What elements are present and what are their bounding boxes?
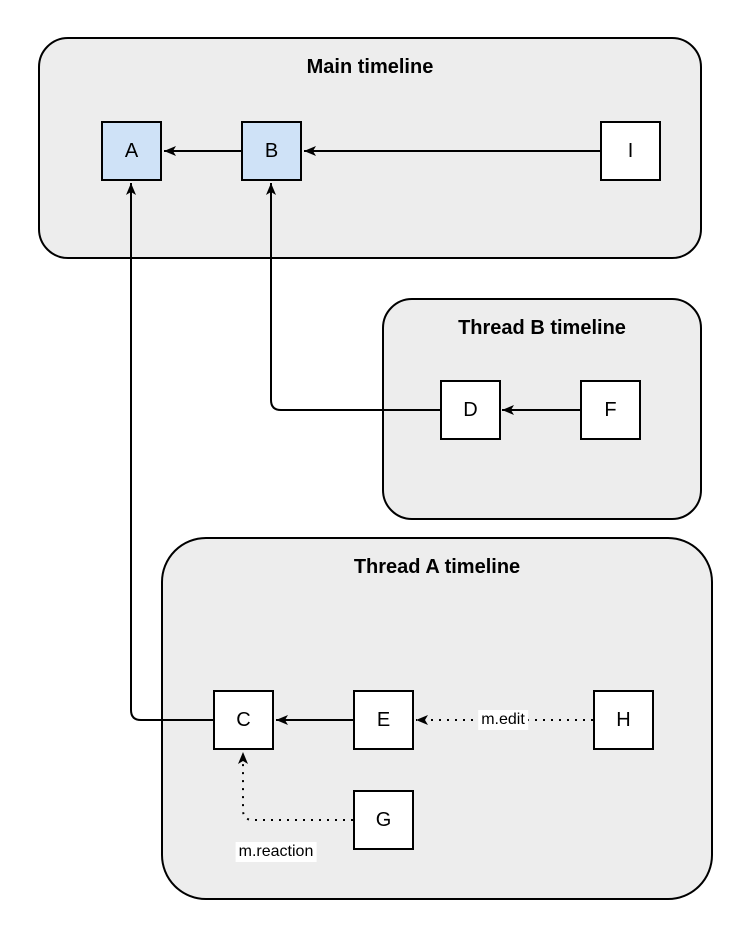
node-label: B xyxy=(264,139,279,162)
edge-g-to-c xyxy=(238,752,353,821)
thread-b-timeline-title: Thread B timeline xyxy=(458,317,626,339)
node-label: C xyxy=(236,708,251,731)
node-C: C xyxy=(213,690,274,750)
edge-label-m-reaction: m.reaction xyxy=(235,842,317,862)
main-timeline-title: Main timeline xyxy=(306,56,434,78)
node-label: I xyxy=(627,139,634,162)
thread-a-timeline-title: Thread A timeline xyxy=(353,556,521,578)
edge-label-m-edit: m.edit xyxy=(478,710,528,730)
node-H: H xyxy=(593,690,654,750)
node-F: F xyxy=(580,380,641,440)
node-label: A xyxy=(124,139,139,162)
node-label: F xyxy=(604,398,617,421)
node-B: B xyxy=(241,121,302,181)
node-A: A xyxy=(101,121,162,181)
edge-c-to-a xyxy=(126,183,213,721)
node-label: H xyxy=(616,708,631,731)
node-label: G xyxy=(375,808,392,831)
node-G: G xyxy=(353,790,414,850)
node-I: I xyxy=(600,121,661,181)
node-label: E xyxy=(376,708,391,731)
node-E: E xyxy=(353,690,414,750)
node-label: D xyxy=(463,398,478,421)
node-D: D xyxy=(440,380,501,440)
edge-d-to-b xyxy=(266,183,440,411)
